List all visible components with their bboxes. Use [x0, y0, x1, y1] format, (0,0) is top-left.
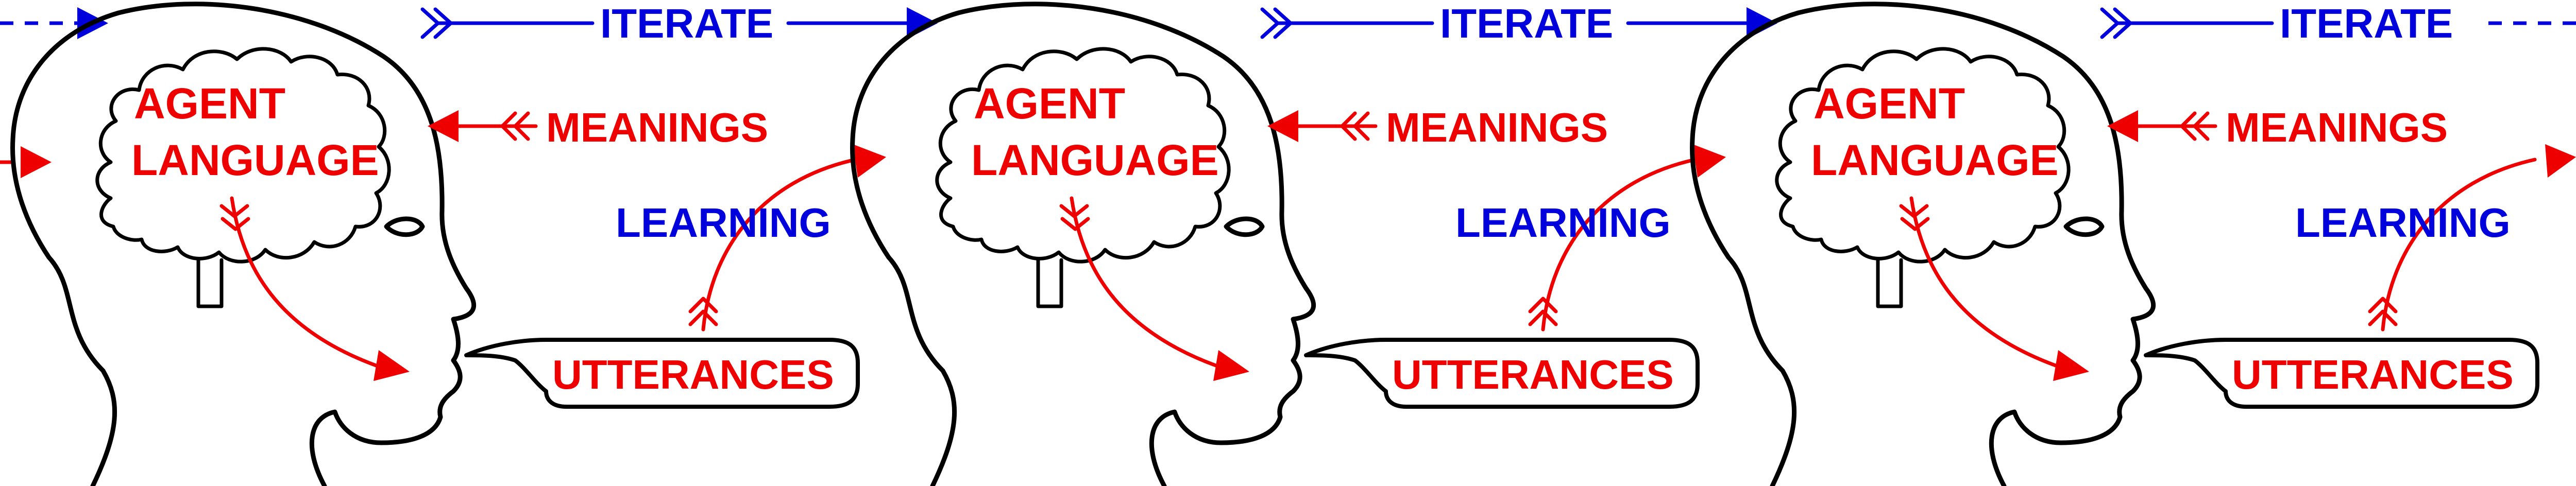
meanings-label: MEANINGS: [1386, 105, 1608, 150]
iterate-label: ITERATE: [1440, 1, 1613, 46]
agent-panel-3: AGENT LANGUAGE ITERATE MEANINGS UTT: [1690, 1, 2539, 486]
meanings-label: MEANINGS: [2226, 105, 2448, 150]
head-silhouette: [850, 2, 1316, 486]
speech-bubble: UTTERANCES: [1304, 338, 1700, 409]
learning-arrow: LEARNING: [1455, 144, 1726, 332]
iterate-arrow: ITERATE: [420, 1, 938, 46]
head-silhouette: [1690, 2, 2156, 486]
eye-icon: [1224, 216, 1265, 237]
meanings-arrow: MEANINGS: [428, 105, 768, 150]
utterances-label: UTTERANCES: [1392, 352, 1674, 397]
language-label: LANGUAGE: [971, 136, 1219, 184]
iterate-label: ITERATE: [600, 1, 773, 46]
eye-icon: [384, 216, 425, 237]
production-arrow: [1899, 196, 2089, 381]
eye-icon: [2063, 216, 2105, 237]
iterate-arrow: ITERATE: [2100, 1, 2453, 46]
meanings-arrow: MEANINGS: [1267, 105, 1608, 150]
speech-bubble: UTTERANCES: [2144, 338, 2539, 409]
iterate-label: ITERATE: [2280, 1, 2453, 46]
learning-label: LEARNING: [2295, 200, 2511, 246]
speech-bubble: UTTERANCES: [464, 338, 860, 409]
outgoing-learning-arrow: [2545, 144, 2576, 178]
meanings-arrow: MEANINGS: [2107, 105, 2448, 150]
agent-panel-1: AGENT LANGUAGE ITERATE MEANINGS UTT: [10, 1, 938, 486]
head-silhouette: [10, 2, 477, 486]
production-arrow: [1059, 196, 1249, 381]
brain-outline: [935, 47, 1231, 264]
iterate-arrow: ITERATE: [1260, 1, 1777, 46]
incoming-meanings-arrow: [0, 146, 52, 178]
agent-label: AGENT: [134, 79, 285, 128]
brain-outline: [95, 47, 391, 264]
agent-label: AGENT: [1814, 79, 1965, 128]
learning-arrow: LEARNING: [616, 144, 886, 332]
agent-panel-2: AGENT LANGUAGE ITERATE MEANINGS UTT: [850, 1, 1777, 486]
utterances-label: UTTERANCES: [552, 352, 834, 397]
agent-label: AGENT: [974, 79, 1125, 128]
learning-label: LEARNING: [1455, 200, 1671, 246]
meanings-label: MEANINGS: [546, 105, 768, 150]
learning-label: LEARNING: [616, 200, 831, 246]
brain-outline: [1775, 47, 2071, 264]
learning-arrow: LEARNING: [2295, 158, 2537, 332]
utterances-label: UTTERANCES: [2232, 352, 2514, 397]
language-label: LANGUAGE: [1811, 136, 2059, 184]
agent-panel-copies: AGENT LANGUAGE ITERATE MEANINGS UTT: [850, 1, 2539, 486]
production-arrow: [219, 196, 410, 381]
language-label: LANGUAGE: [131, 136, 379, 184]
